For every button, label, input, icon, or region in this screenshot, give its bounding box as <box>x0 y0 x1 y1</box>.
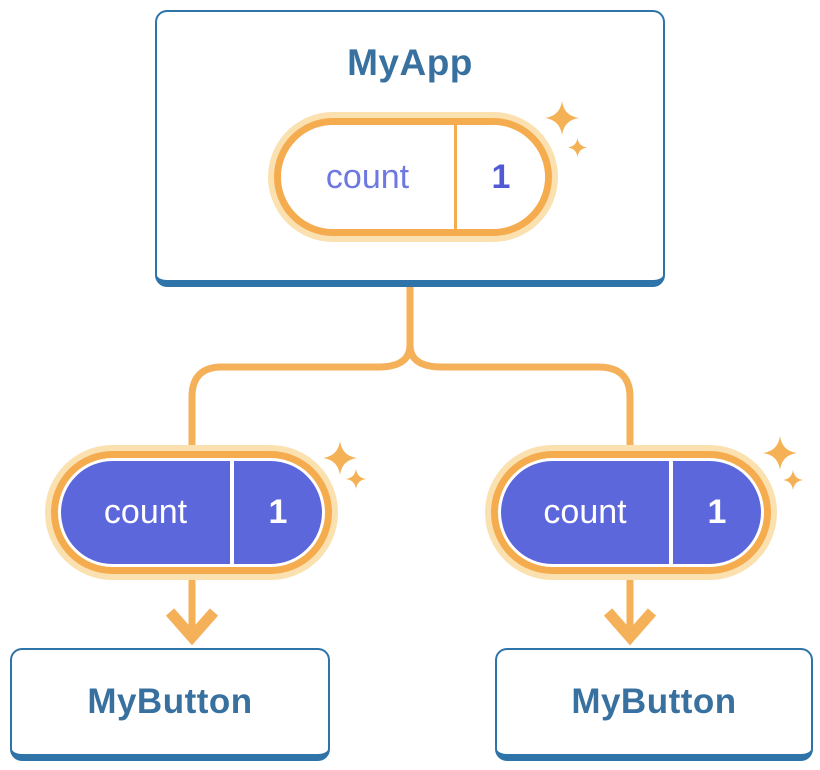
root-component-title: MyApp <box>347 42 473 83</box>
prop-pill-value: 1 <box>707 493 727 531</box>
prop-pill-body: count 1 <box>501 461 761 564</box>
sparkle-icon <box>346 469 366 489</box>
pill-divider <box>454 125 457 229</box>
child-component-card-right: MyButton <box>495 648 813 761</box>
prop-pill-label: count <box>103 493 188 531</box>
child-component-card-left: MyButton <box>10 648 330 761</box>
prop-pill-ring: count 1 <box>51 451 332 574</box>
sparkle-icon <box>545 101 579 135</box>
arrow-down-icon <box>165 608 219 646</box>
state-pill-body: count 1 <box>281 125 545 229</box>
prop-pill-right: count 1 <box>485 445 777 580</box>
pill-divider <box>230 461 234 564</box>
prop-pill-label: count <box>543 493 627 531</box>
prop-pill-body: count 1 <box>61 461 322 564</box>
state-pill: count 1 <box>268 112 558 242</box>
pill-divider <box>669 461 673 564</box>
state-pill-label: count <box>325 157 410 196</box>
prop-pill-ring: count 1 <box>491 451 771 574</box>
child-component-title: MyButton <box>571 682 737 721</box>
arrow-down-icon <box>603 608 657 646</box>
child-component-title: MyButton <box>87 682 253 721</box>
fork-line-right <box>406 283 634 638</box>
prop-pill-value: 1 <box>268 493 288 531</box>
sparkle-icon <box>763 436 797 470</box>
prop-pill-left: count 1 <box>45 445 338 580</box>
sparkle-icon <box>568 138 587 157</box>
state-pill-value: 1 <box>491 157 511 196</box>
sparkle-icon <box>323 441 357 475</box>
sparkle-icon <box>783 470 803 490</box>
state-pill-ring: count 1 <box>274 118 552 236</box>
